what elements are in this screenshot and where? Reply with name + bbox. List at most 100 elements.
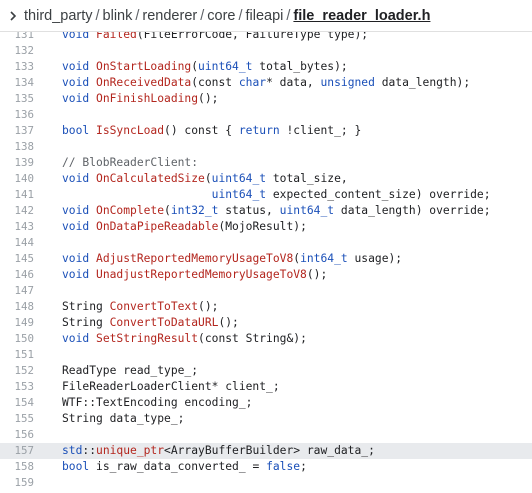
code-token: ConvertToText: [109, 300, 199, 313]
breadcrumb-link-renderer[interactable]: renderer: [142, 7, 198, 24]
line-source: void OnComplete(int32_t status, uint64_t…: [62, 203, 491, 219]
line-number[interactable]: 137: [14, 124, 34, 137]
code-line: 137 bool IsSyncLoad() const { return !cli…: [0, 123, 532, 139]
line-number[interactable]: 148: [14, 300, 34, 313]
line-number[interactable]: 139: [14, 156, 34, 169]
line-number[interactable]: 131: [14, 32, 34, 41]
breadcrumb-separator: /: [135, 7, 140, 24]
code-token: unique_ptr: [96, 444, 165, 457]
code-line: 140 void OnCalculatedSize(uint64_t total_…: [0, 171, 532, 187]
code-line: 147: [0, 283, 532, 299]
code-line: 138: [0, 139, 532, 155]
code-line: 149 String ConvertToDataURL();: [0, 315, 532, 331]
line-number[interactable]: 147: [14, 284, 34, 297]
line-number[interactable]: 154: [14, 396, 34, 409]
line-number[interactable]: 159: [14, 476, 34, 489]
line-number[interactable]: 152: [14, 364, 34, 377]
line-source: bool IsSyncLoad() const { return !client…: [62, 123, 361, 139]
line-number[interactable]: 146: [14, 268, 34, 281]
code-token: ::: [82, 444, 97, 457]
code-token: total_bytes);: [252, 60, 348, 73]
code-token: void: [62, 32, 97, 41]
code-token: OnStartLoading: [96, 60, 192, 73]
breadcrumb-link-core[interactable]: core: [207, 7, 236, 24]
code-token: // BlobReaderClient:: [62, 156, 199, 169]
code-token: int64_t: [300, 252, 348, 265]
code-token: OnCalculatedSize: [96, 172, 205, 185]
code-token: String: [62, 316, 110, 329]
code-line: 146 void UnadjustReportedMemoryUsageToV8(…: [0, 267, 532, 283]
line-source: uint64_t expected_content_size) override…: [62, 187, 491, 203]
code-token: unsigned: [320, 76, 375, 89]
line-source: void OnCalculatedSize(uint64_t total_siz…: [62, 171, 348, 187]
code-token: void: [62, 60, 97, 73]
code-line: 142 void OnComplete(int32_t status, uint6…: [0, 203, 532, 219]
breadcrumb-path: third_party/blink/renderer/core/fileapi/…: [24, 8, 430, 24]
breadcrumb-link-fileapi[interactable]: fileapi: [245, 7, 284, 24]
line-number[interactable]: 136: [14, 108, 34, 121]
code-line: 158 bool is_raw_data_converted_ = false;: [0, 459, 532, 475]
code-token: String data_type_;: [62, 412, 185, 425]
line-number[interactable]: 149: [14, 316, 34, 329]
code-token: (const String&);: [198, 332, 307, 345]
line-source: String ConvertToText();: [62, 299, 218, 315]
code-token: total_size,: [266, 172, 348, 185]
line-number[interactable]: 151: [14, 348, 34, 361]
line-source: void UnadjustReportedMemoryUsageToV8();: [62, 267, 327, 283]
line-number[interactable]: 155: [14, 412, 34, 425]
line-number[interactable]: 140: [14, 172, 34, 185]
code-line: 159: [0, 475, 532, 491]
line-source: void OnReceivedData(const char* data, un…: [62, 75, 470, 91]
line-number[interactable]: 158: [14, 460, 34, 473]
code-token: <ArrayBufferBuilder> raw_data_;: [164, 444, 375, 457]
code-token: * data,: [266, 76, 321, 89]
breadcrumb-link-third_party[interactable]: third_party: [24, 7, 93, 24]
code-token: uint64_t: [211, 188, 267, 201]
line-number[interactable]: 156: [14, 428, 34, 441]
code-token: OnDataPipeReadable: [96, 220, 219, 233]
line-number[interactable]: 143: [14, 220, 34, 233]
code-token: UnadjustReportedMemoryUsageToV8: [96, 268, 307, 281]
code-token: ;: [300, 460, 307, 473]
code-line: 139 // BlobReaderClient:: [0, 155, 532, 171]
code-token: OnComplete: [96, 204, 165, 217]
line-source: String ConvertToDataURL();: [62, 315, 239, 331]
code-token: status,: [218, 204, 280, 217]
line-source: // BlobReaderClient:: [62, 155, 198, 171]
code-line: 153 FileReaderLoaderClient* client_;: [0, 379, 532, 395]
line-number[interactable]: 141: [14, 188, 34, 201]
line-number[interactable]: 135: [14, 92, 34, 105]
line-number[interactable]: 132: [14, 44, 34, 57]
code-line: 151: [0, 347, 532, 363]
line-number[interactable]: 144: [14, 236, 34, 249]
code-token: OnFinishLoading: [96, 92, 199, 105]
line-number[interactable]: 133: [14, 60, 34, 73]
code-token: ();: [306, 268, 328, 281]
code-token: AdjustReportedMemoryUsageToV8: [96, 252, 294, 265]
code-token: (FileErrorCode, FailureType type);: [136, 32, 369, 41]
line-number[interactable]: 153: [14, 380, 34, 393]
code-line: 155 String data_type_;: [0, 411, 532, 427]
line-source: bool is_raw_data_converted_ = false;: [62, 459, 307, 475]
code-token: FileReaderLoaderClient* client_;: [62, 380, 280, 393]
line-number[interactable]: 134: [14, 76, 34, 89]
line-number[interactable]: 145: [14, 252, 34, 265]
chevron-right-icon[interactable]: [6, 9, 20, 23]
line-number[interactable]: 142: [14, 204, 34, 217]
line-number[interactable]: 157: [14, 444, 34, 457]
code-token: int32_t: [170, 204, 219, 217]
code-token: void: [62, 92, 97, 105]
code-token: String: [62, 300, 110, 313]
code-token: usage);: [347, 252, 403, 265]
code-token: uint64_t: [211, 172, 267, 185]
breadcrumb-current-file[interactable]: file_reader_loader.h: [293, 7, 431, 24]
code-token: !client_; }: [279, 124, 362, 137]
breadcrumb-link-blink[interactable]: blink: [102, 7, 133, 24]
line-number[interactable]: 150: [14, 332, 34, 345]
line-number[interactable]: 138: [14, 140, 34, 153]
